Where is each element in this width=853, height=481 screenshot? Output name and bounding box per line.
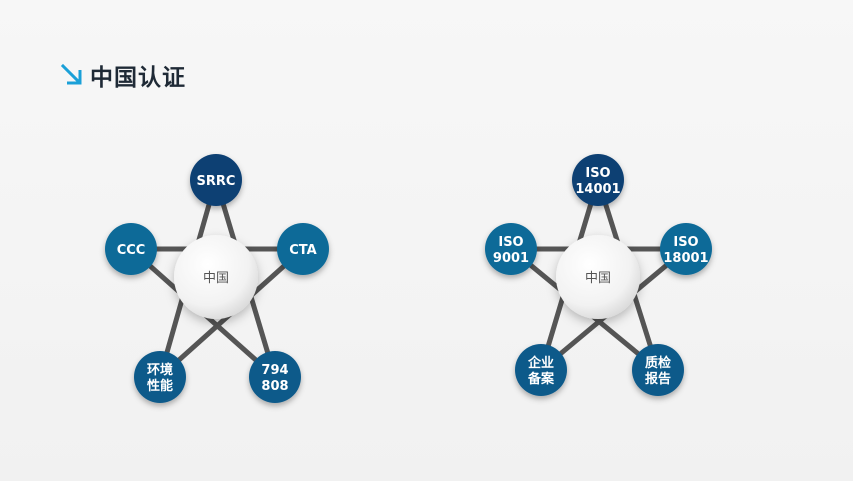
cert-node-circle: [134, 351, 186, 403]
center-label: 中国: [203, 271, 229, 286]
cert-node-label: 质检: [645, 355, 671, 371]
cert-node-circle: [249, 351, 301, 403]
cert-node-label: 备案: [527, 371, 555, 387]
cert-node-label: ISO: [585, 166, 610, 181]
cert-node-circle: [572, 154, 624, 206]
cert-node: CCC: [105, 223, 157, 275]
cert-node-circle: [632, 344, 684, 396]
arrow-down-right-icon: [60, 63, 82, 85]
center-circle: [174, 235, 258, 319]
cert-node: SRRC: [190, 154, 242, 206]
cert-node-circle: [190, 154, 242, 206]
cert-node-circle: [660, 223, 712, 275]
cert-node-label: CTA: [289, 243, 316, 258]
cert-node-label: 性能: [147, 378, 173, 394]
cert-node-label: 18001: [663, 251, 708, 266]
center-node: 中国: [556, 235, 640, 319]
cert-node-label: 报告: [645, 371, 671, 387]
cert-node-label: ISO: [673, 235, 698, 250]
cert-node-label: SRRC: [197, 174, 236, 189]
cert-node-label: 808: [261, 379, 288, 394]
header: 中国认证: [60, 58, 186, 92]
page-title: 中国认证: [90, 65, 186, 91]
cert-node: CTA: [277, 223, 329, 275]
center-label: 中国: [585, 271, 611, 286]
cert-node-label: 企业: [527, 355, 554, 371]
cert-node-label: 环境: [147, 362, 173, 378]
cert-node-label: 9001: [493, 251, 529, 266]
cert-node-circle: [277, 223, 329, 275]
cert-node-label: ISO: [498, 235, 523, 250]
cert-node-circle: [105, 223, 157, 275]
cert-node-circle: [485, 223, 537, 275]
center-circle: [556, 235, 640, 319]
center-node: 中国: [174, 235, 258, 319]
cert-node-label: 14001: [575, 182, 620, 197]
cert-node-circle: [515, 344, 567, 396]
cert-node-label: CCC: [117, 243, 146, 258]
cert-node-label: 794: [261, 363, 288, 378]
